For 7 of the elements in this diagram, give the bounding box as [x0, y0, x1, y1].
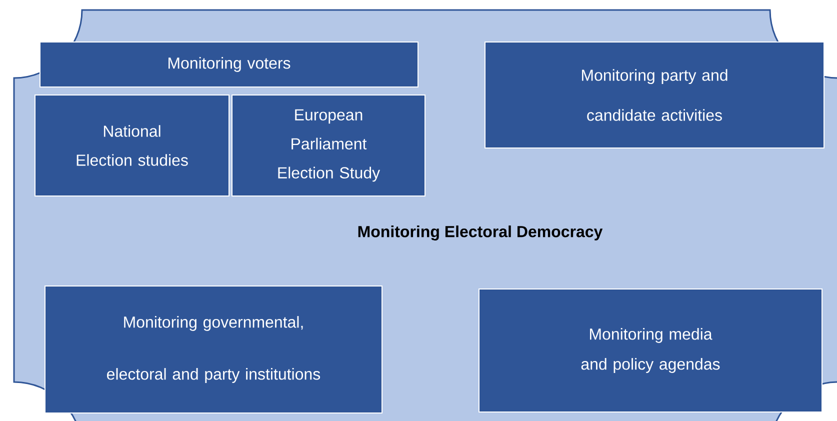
- text-box: Monitoring governmental, electoral and party institutions: [44, 286, 382, 414]
- text-box: Monitoring party and candidate activities: [484, 42, 824, 148]
- heading: Monitoring Electoral Democracy: [358, 226, 603, 240]
- text-box: Monitoring voters: [40, 42, 418, 88]
- text-box: European Parliament Election Study: [232, 94, 426, 196]
- text-box: National Election studies: [34, 94, 230, 196]
- text-box: Monitoring media and policy agendas: [478, 288, 822, 412]
